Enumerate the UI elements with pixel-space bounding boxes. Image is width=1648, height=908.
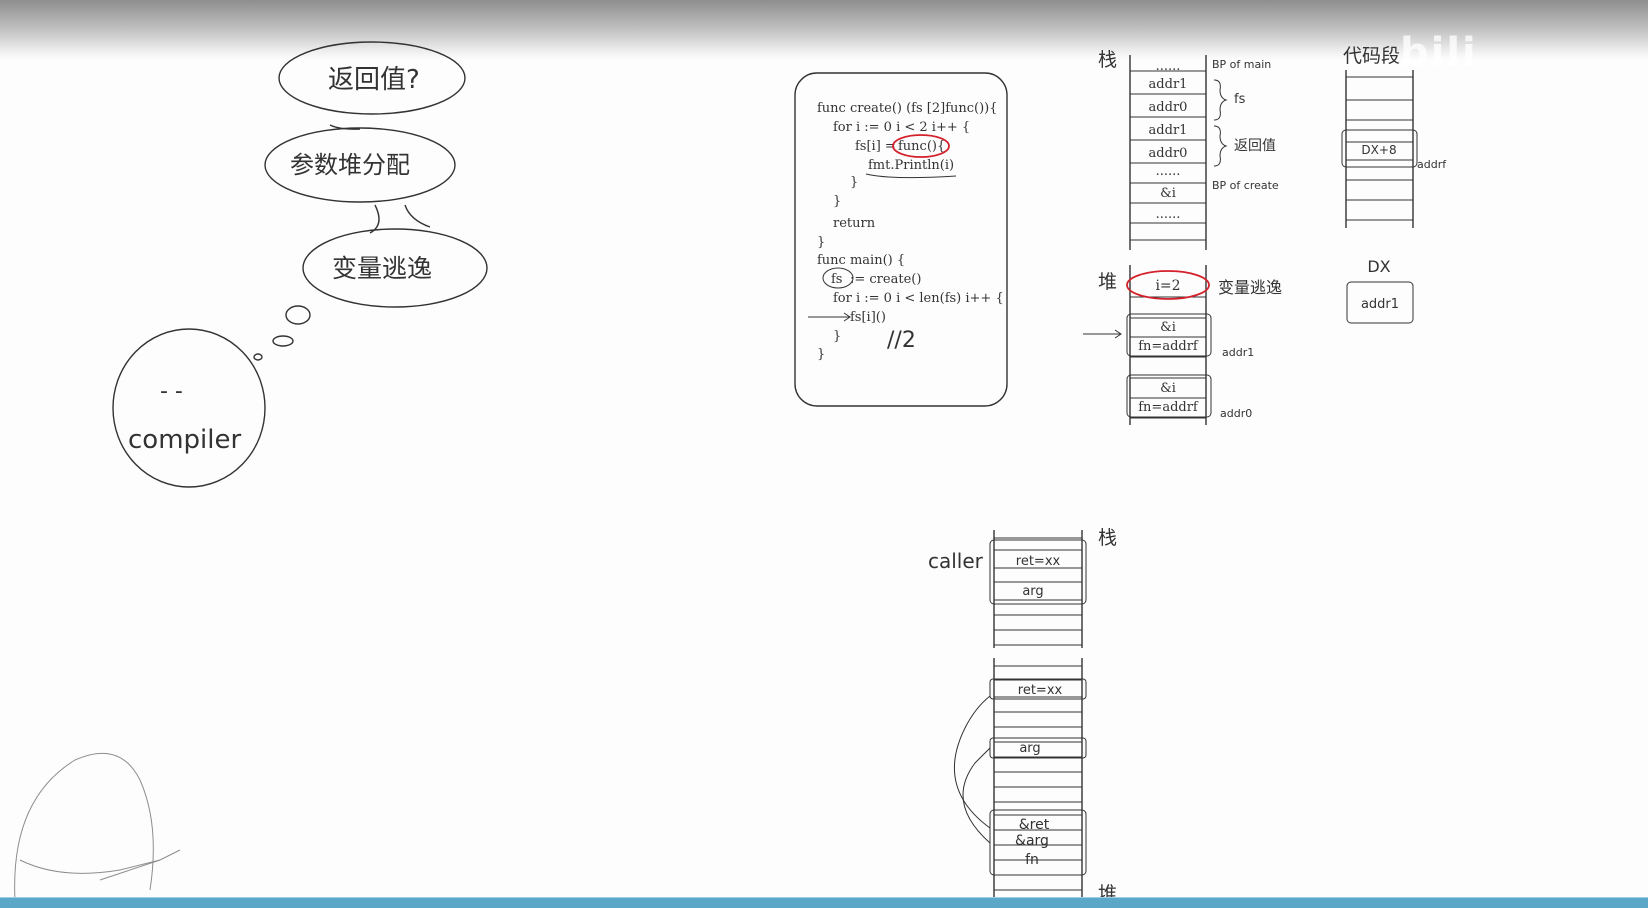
caller-frame-cell: ret=xx <box>1016 554 1061 569</box>
code-line: } <box>817 347 825 362</box>
println-underline <box>865 173 957 179</box>
heap-escape-cell: i=2 <box>1155 278 1180 294</box>
stack-top-cell: &i <box>1160 186 1176 201</box>
compiler-eyes: - - <box>160 379 183 404</box>
closure1-field: fn=addrf <box>1138 339 1199 354</box>
stack-top: 栈 ...... addr1 addr0 addr1 addr0 ...... … <box>1098 49 1279 250</box>
thought-dot-large <box>285 305 311 325</box>
stack-bottom: 栈 caller ret=xx arg <box>928 527 1117 907</box>
arg-slot: arg <box>1019 741 1040 756</box>
arg-pointer-curve <box>962 747 991 844</box>
stack-top-cell: addr1 <box>1149 77 1188 92</box>
caller-frame-cell: arg <box>1022 584 1043 599</box>
closure-pointer-arrow <box>1083 329 1122 339</box>
code-line: for i := 0 i < len(fs) i++ { <box>833 291 1004 306</box>
thought-dot-small <box>253 353 263 361</box>
closure1-addr: addr1 <box>1222 346 1254 359</box>
stack-top-cell: addr1 <box>1149 123 1188 138</box>
code-segment-cell: DX+8 <box>1361 143 1396 157</box>
bubble-param-heap <box>264 127 456 203</box>
closure2-field: fn=addrf <box>1138 400 1199 415</box>
video-top-gradient <box>0 0 1648 60</box>
code-line: fs[i]() <box>850 310 886 325</box>
caller-frame <box>989 539 1087 605</box>
sketch-figure <box>14 752 181 901</box>
code-line: fs <box>831 272 842 287</box>
ret-slot-box <box>989 678 1087 700</box>
thought-dot-medium <box>272 335 294 347</box>
heap-closure-field: fn <box>1025 852 1039 868</box>
code-line: } <box>817 235 825 250</box>
sketch-arm <box>19 859 161 874</box>
bubble-variable-escape-text: 变量逃逸 <box>332 254 432 283</box>
video-progress-bar[interactable] <box>0 897 1648 908</box>
stack-top-cell: ...... <box>1156 164 1181 179</box>
bubble-connector <box>369 204 431 234</box>
bubble-param-heap-text: 参数堆分配 <box>290 151 410 179</box>
stack-top-side-label: BP of main <box>1212 58 1271 71</box>
code-box-frame <box>794 72 1008 407</box>
closure2-addr: addr0 <box>1220 407 1252 420</box>
ret-pointer-curve <box>953 695 991 829</box>
bubble-connector <box>329 124 361 130</box>
closure2-field: &i <box>1160 381 1176 396</box>
sketch-head <box>14 752 154 901</box>
heap-closure-field: &ret <box>1019 817 1050 833</box>
code-box: func create() (fs [2]func()){ for i := 0… <box>794 72 1008 407</box>
compiler-face <box>112 328 266 488</box>
code-line: := create() <box>850 272 921 287</box>
code-line: } <box>833 194 841 209</box>
fs-highlight <box>822 267 854 289</box>
code-line: fmt.Println(i) <box>868 158 954 173</box>
heap-escape-label: 变量逃逸 <box>1218 278 1282 297</box>
stack-top-cell: ...... <box>1156 207 1181 222</box>
thought-group: 返回值? 参数堆分配 变量逃逸 - - compiler <box>112 41 488 488</box>
stack-top-cell: addr0 <box>1149 100 1188 115</box>
code-annotation: //2 <box>887 328 916 353</box>
ret-slot: ret=xx <box>1018 683 1063 698</box>
dx-register-name: DX <box>1367 257 1390 276</box>
code-line: func(){ <box>898 139 945 154</box>
closure1-field: &i <box>1160 320 1176 335</box>
heap-closure-field: &arg <box>1015 833 1049 849</box>
code-line: func create() (fs [2]func()){ <box>817 101 998 116</box>
closure-object-2 <box>1126 374 1212 418</box>
stack-top-side-label: BP of create <box>1212 179 1279 192</box>
code-line: } <box>850 175 858 190</box>
dx-register-box <box>1346 281 1414 324</box>
fs-brace <box>1213 79 1228 121</box>
stack-top-side-label: fs <box>1234 92 1246 107</box>
stack-bottom-label: 栈 <box>1098 527 1117 549</box>
stack-top-label: 栈 <box>1098 49 1117 71</box>
code-line: func main() { <box>817 253 905 268</box>
code-line: fs[i] = <box>855 139 896 154</box>
bubble-return-value <box>278 41 466 115</box>
stack-top-cell: addr0 <box>1149 146 1188 161</box>
bubble-variable-escape <box>302 228 488 308</box>
watermark: bili <box>1400 30 1478 76</box>
compiler-label: compiler <box>128 425 241 455</box>
heap-top-label: 堆 <box>1098 271 1117 293</box>
code-segment-label: 代码段 <box>1343 45 1400 67</box>
func-literal-highlight <box>892 134 950 158</box>
code-segment-highlight <box>1341 129 1418 168</box>
call-arrow <box>808 312 851 322</box>
heap-top: 堆 i=2 变量逃逸 &i fn=addrf addr1 &i fn=addrf… <box>1083 265 1282 425</box>
return-brace <box>1213 125 1228 167</box>
escape-highlight <box>1126 270 1210 300</box>
stack-top-side-label: 返回值 <box>1234 138 1276 154</box>
code-segment: 代码段 DX+8 addrf <box>1341 45 1447 228</box>
stack-top-cell: ...... <box>1156 59 1181 74</box>
code-line: } <box>833 329 841 344</box>
dx-register-value: addr1 <box>1361 297 1399 312</box>
dx-register: DX addr1 <box>1346 257 1414 324</box>
sketch-pen <box>99 849 181 881</box>
code-line: for i := 0 i < 2 i++ { <box>833 120 970 135</box>
code-line: return <box>833 216 876 231</box>
bubble-return-value-text: 返回值? <box>328 65 420 95</box>
caller-label: caller <box>928 549 984 573</box>
closure-object-1 <box>1126 313 1212 357</box>
code-segment-addr: addrf <box>1417 158 1447 171</box>
